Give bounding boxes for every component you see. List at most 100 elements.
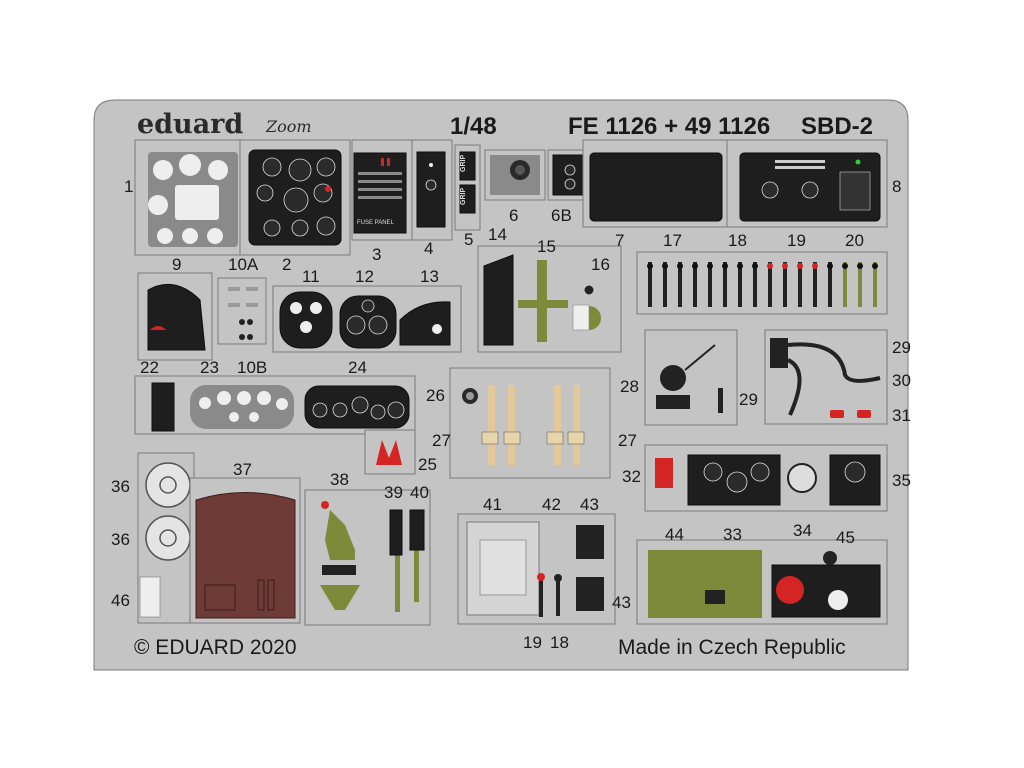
part-label-6b: 6B (551, 206, 572, 225)
part-label-41: 41 (483, 495, 502, 514)
part-label-29a: 29 (739, 390, 758, 409)
lever-knob (662, 263, 668, 269)
part-label-44: 44 (665, 525, 684, 544)
part-label-26: 26 (426, 386, 445, 405)
part-label-19b: 19 (523, 633, 542, 652)
part-8-radio-panel (726, 139, 888, 228)
part-label-43a: 43 (580, 495, 599, 514)
lever-knob (722, 263, 728, 269)
part-11-13-gauge-plates (272, 285, 462, 353)
product-code: FE 1126 + 49 1126 (568, 113, 770, 140)
lever-shaft (813, 262, 817, 307)
part-label-35: 35 (892, 471, 911, 490)
part-10-clips (217, 277, 267, 345)
part-label-12: 12 (355, 267, 374, 286)
lever-shaft (873, 262, 877, 307)
lever-knob (872, 263, 878, 269)
lever-knob (707, 263, 713, 269)
part-2-main-instrument-panel (239, 139, 351, 256)
part-3-fuse-panel: FUSE PANEL (351, 139, 413, 241)
lever-shaft (783, 262, 787, 307)
part-41-43-panels (457, 513, 616, 625)
part-label-9: 9 (172, 255, 181, 274)
part-label-34: 34 (793, 521, 812, 540)
part-label-42: 42 (542, 495, 561, 514)
part-5-grip-plates: GRIP GRIP (454, 144, 481, 231)
lever-knob (812, 263, 818, 269)
part-label-6: 6 (509, 206, 518, 225)
part-label-3: 3 (372, 245, 381, 264)
lever-knob (692, 263, 698, 269)
part-label-28: 28 (620, 377, 639, 396)
lever-shaft (768, 262, 772, 307)
part-label-27b: 27 (618, 431, 637, 450)
part-label-22: 22 (140, 358, 159, 377)
part-label-14: 14 (488, 225, 507, 244)
lever-shaft (693, 262, 697, 307)
part-label-2: 2 (282, 255, 291, 274)
part-29-31-cables (764, 329, 888, 425)
lever-shaft (738, 262, 742, 307)
part-32-35-panels (644, 444, 888, 512)
part-label-39: 39 (384, 483, 403, 502)
lever-knob (767, 263, 773, 269)
part-24-panel (304, 385, 410, 429)
lever-shaft (843, 262, 847, 307)
lever-shaft (828, 262, 832, 307)
part-label-17: 17 (663, 231, 682, 250)
part-label-29b: 29 (892, 338, 911, 357)
part-label-36a: 36 (111, 477, 130, 496)
lever-shaft (723, 262, 727, 307)
part-label-33: 33 (723, 525, 742, 544)
part-label-20: 20 (845, 231, 864, 250)
part-label-10a: 10A (228, 255, 259, 274)
copyright-text: © EDUARD 2020 (134, 636, 297, 659)
part-label-38: 38 (330, 470, 349, 489)
part-44-45-panels (636, 539, 888, 625)
lever-knob (737, 263, 743, 269)
lever-shaft (663, 262, 667, 307)
part-label-27a: 27 (432, 431, 451, 450)
part-label-11: 11 (302, 267, 320, 286)
part-1-instrument-panel-back (134, 139, 241, 256)
part-label-4: 4 (424, 239, 433, 258)
part-label-45: 45 (836, 528, 855, 547)
part-26-27-seat-belts (449, 367, 611, 479)
part-36-gears (137, 452, 195, 624)
part-38-40-levers (304, 489, 431, 626)
zoom-script-logo: Zoom (265, 117, 312, 136)
lever-shaft (858, 262, 862, 307)
lever-knob (782, 263, 788, 269)
part-label-36b: 36 (111, 530, 130, 549)
part-label-1: 1 (124, 177, 133, 196)
part-label-19: 19 (787, 231, 806, 250)
part-17-20-levers (636, 251, 888, 315)
part-label-16: 16 (591, 255, 610, 274)
lever-knob (842, 263, 848, 269)
part-4-switch-panel (411, 139, 453, 241)
lever-knob (857, 263, 863, 269)
lever-knob (677, 263, 683, 269)
lever-shaft (678, 262, 682, 307)
part-label-43b: 43 (612, 593, 631, 612)
part-label-18b: 18 (550, 633, 569, 652)
part-6b-control-box (547, 149, 589, 201)
part-37-seat-back (189, 477, 301, 624)
part-label-5: 5 (464, 230, 473, 249)
part-label-15: 15 (537, 237, 556, 256)
grip-text-2: GRIP (460, 188, 467, 205)
model-name: SBD-2 (801, 113, 873, 140)
part-label-7: 7 (615, 231, 624, 250)
lever-knob (752, 263, 758, 269)
fuse-panel-text: FUSE PANEL (357, 220, 395, 226)
grip-text-1: GRIP (460, 155, 467, 172)
part-label-8: 8 (892, 177, 901, 196)
part-label-25: 25 (418, 455, 437, 474)
part-label-13: 13 (420, 267, 439, 286)
part-label-18: 18 (728, 231, 747, 250)
part-label-46: 46 (111, 591, 130, 610)
part-25-clip (364, 429, 416, 475)
scale-text: 1/48 (450, 113, 497, 140)
part-label-40: 40 (410, 483, 429, 502)
